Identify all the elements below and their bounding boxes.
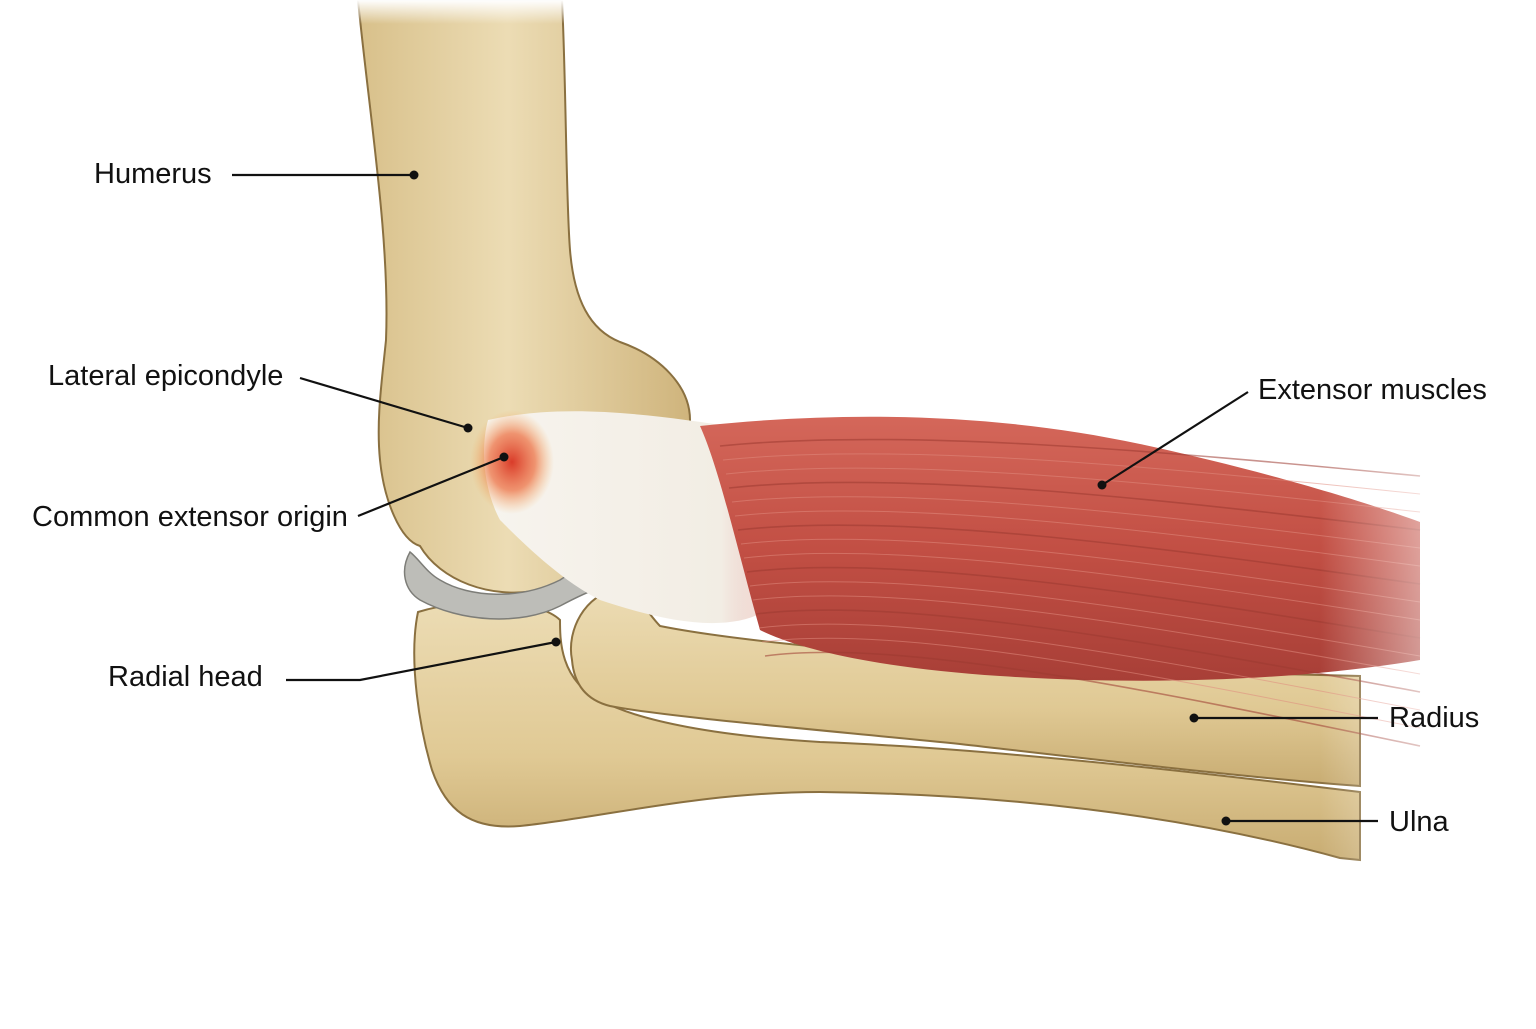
muscle-fiber-line bbox=[743, 552, 1421, 621]
muscle-fiber-line bbox=[761, 637, 1421, 729]
leader-lateral-epicondyle bbox=[299, 376, 469, 430]
muscle-fiber-line bbox=[737, 524, 1421, 585]
label-radial-head: Radial head bbox=[108, 661, 263, 693]
muscle-fiber-line bbox=[731, 496, 1421, 549]
extensor-muscles-belly bbox=[700, 416, 1420, 681]
muscle-fiber-line bbox=[722, 453, 1421, 495]
leader-common-extensor-origin bbox=[357, 455, 505, 518]
muscle-fiber-line bbox=[746, 566, 1421, 639]
muscle-fiber-line bbox=[755, 609, 1421, 693]
inflammation-spot bbox=[470, 410, 554, 514]
muscle-fiber-line bbox=[764, 651, 1421, 747]
leader-radial-head bbox=[286, 640, 557, 682]
muscle-fiber-line bbox=[728, 481, 1421, 531]
muscle-fiber-line bbox=[725, 467, 1421, 513]
label-radius: Radius bbox=[1389, 702, 1480, 734]
pointer-dot-common-extensor-origin bbox=[499, 452, 509, 462]
pointer-dot-lateral-epicondyle bbox=[463, 423, 473, 433]
muscle-fiber-line bbox=[719, 438, 1421, 477]
muscle-fiber-line bbox=[752, 595, 1421, 675]
label-lateral-epicondyle: Lateral epicondyle bbox=[48, 360, 284, 392]
muscle-fibers bbox=[719, 438, 1421, 747]
pointer-dot-ulna bbox=[1221, 816, 1231, 826]
muscle-fiber-line bbox=[740, 538, 1421, 603]
muscle-fiber-line bbox=[749, 581, 1421, 657]
muscle-fiber-line bbox=[734, 510, 1421, 567]
pointer-dot-radial-head bbox=[551, 637, 561, 647]
label-common-extensor-origin: Common extensor origin bbox=[32, 501, 348, 533]
pointer-dot-extensor-muscles bbox=[1097, 480, 1107, 490]
label-humerus: Humerus bbox=[94, 158, 212, 190]
label-extensor-muscles: Extensor muscles bbox=[1258, 374, 1487, 406]
muscle-fiber-line bbox=[758, 623, 1421, 711]
pointer-dot-radius bbox=[1189, 713, 1199, 723]
pointer-dot-humerus bbox=[409, 170, 419, 180]
leader-extensor-muscles bbox=[1101, 391, 1249, 486]
label-ulna: Ulna bbox=[1389, 806, 1449, 838]
